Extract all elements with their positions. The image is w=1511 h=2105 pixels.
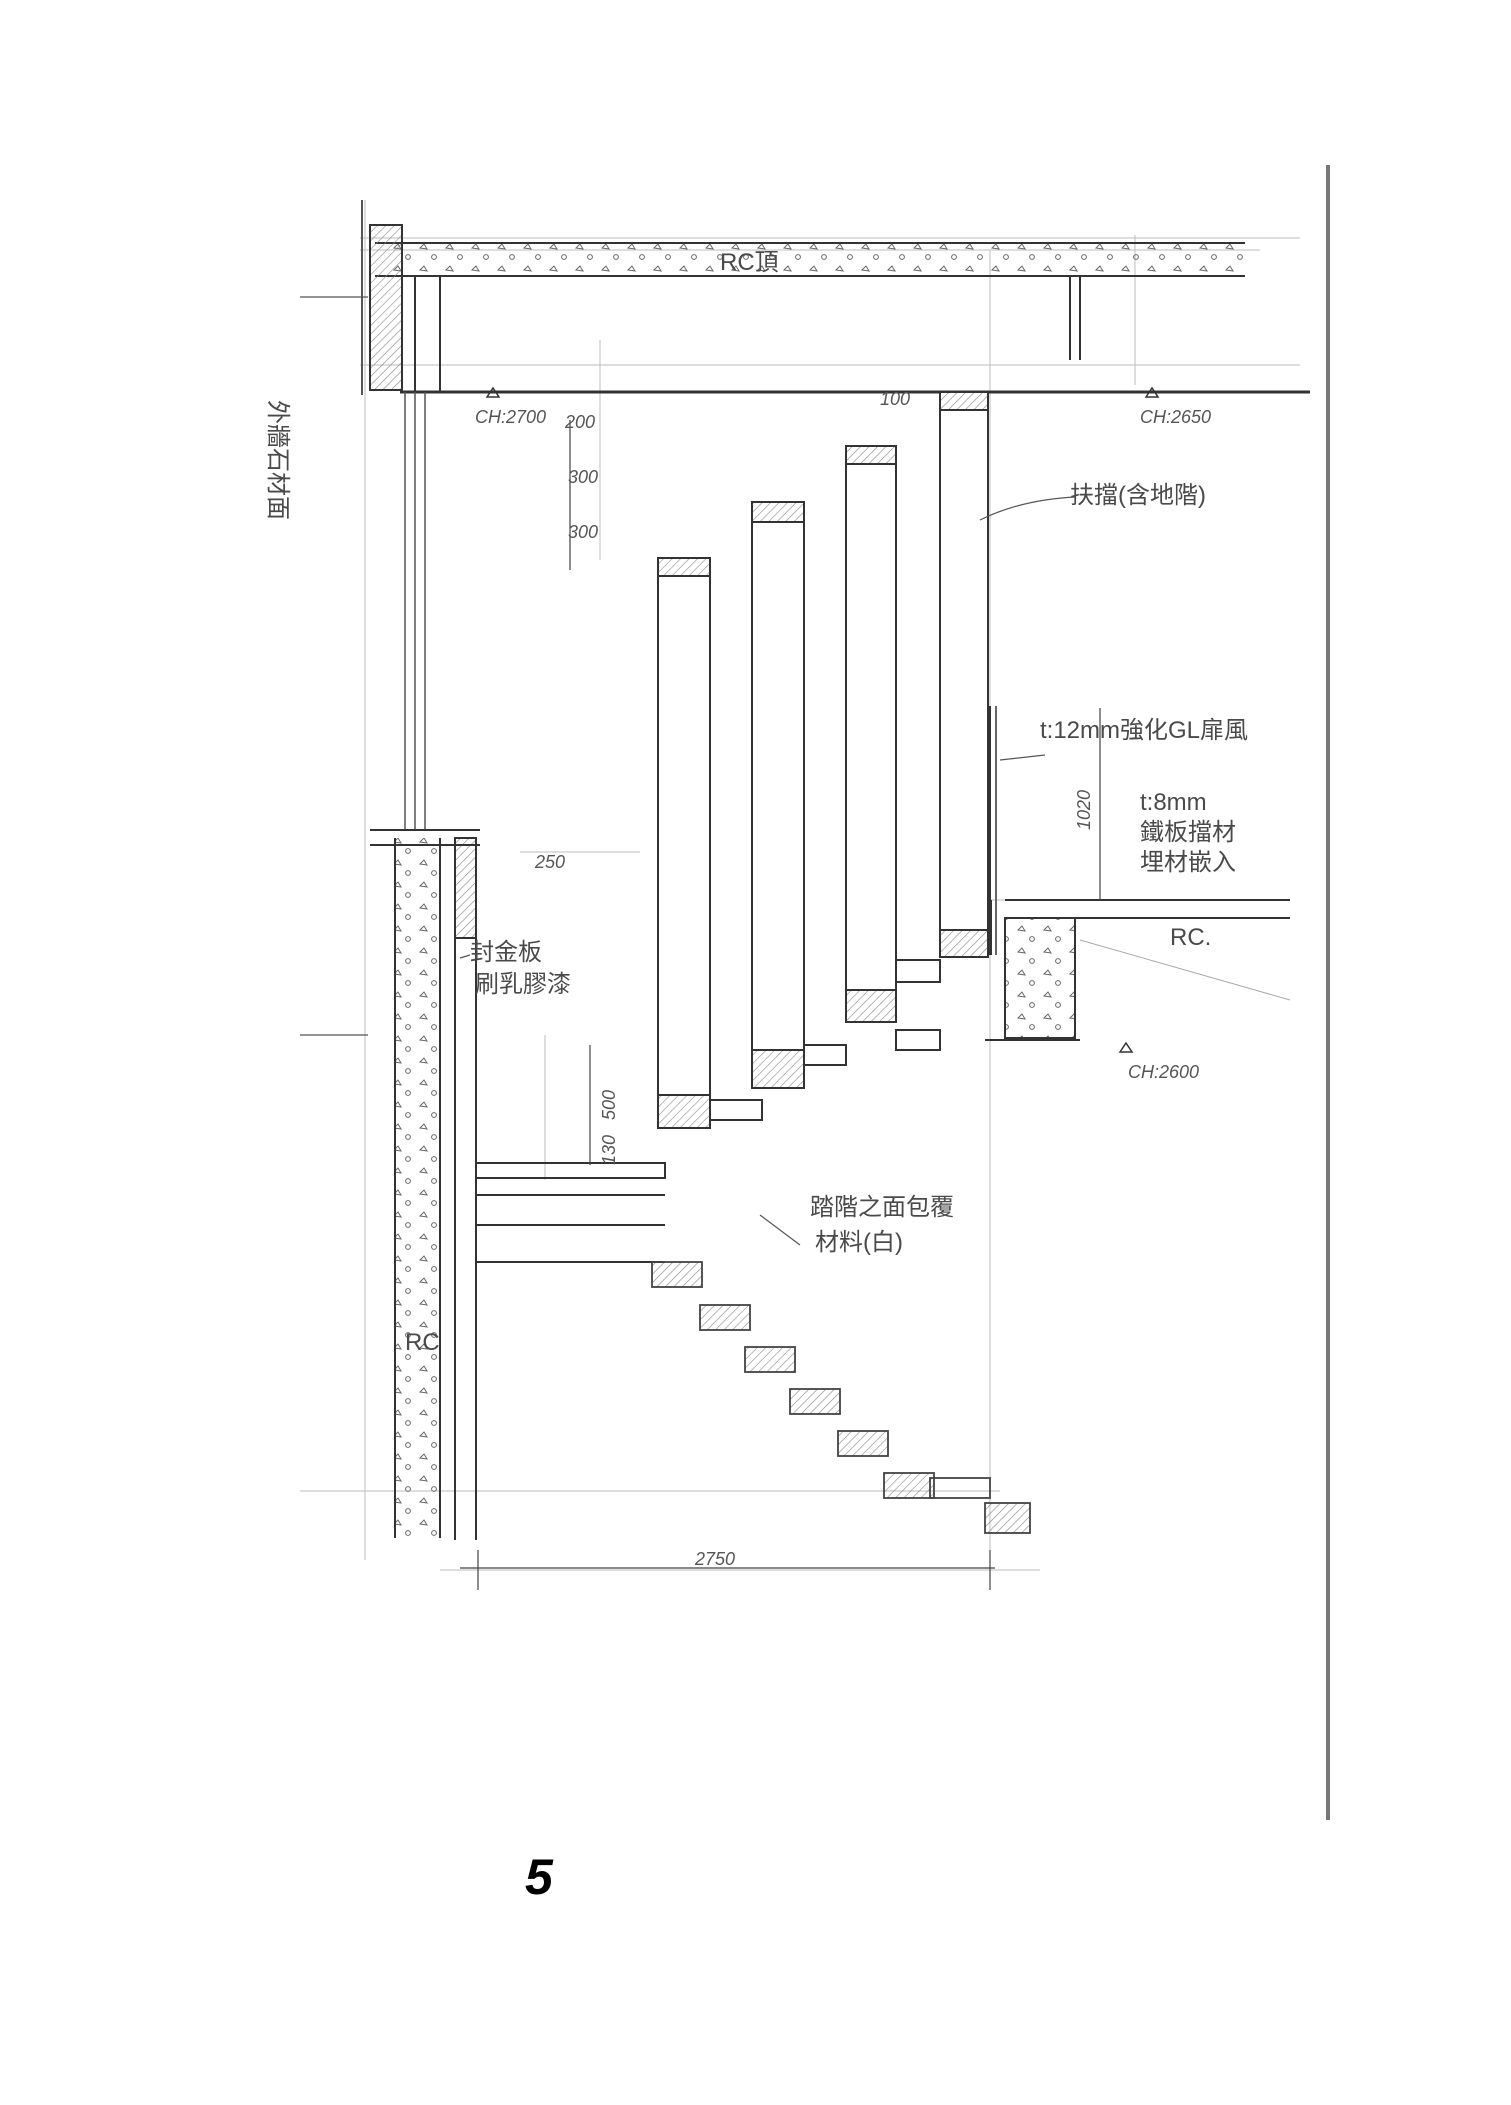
dim-riser-3: 300 xyxy=(568,522,598,542)
dim-riser-2: 300 xyxy=(568,467,598,487)
label-rc-wall: RC xyxy=(405,1329,440,1356)
window-frame xyxy=(404,392,426,830)
label-exterior-wall: 外牆石材面 xyxy=(264,400,291,520)
hanging-panels xyxy=(657,391,989,1129)
label-glass-guard: t:12mm強化GL扉風 xyxy=(1040,717,1248,744)
dim-tread-130: 130 xyxy=(599,1135,619,1165)
landing-slab xyxy=(985,706,1291,1041)
dim-wall-gap: 250 xyxy=(534,852,565,872)
label-wall-finish-1: 封金板 xyxy=(470,939,542,966)
label-steel-plate: t:8mm xyxy=(1140,789,1207,816)
dim-riser-1: 200 xyxy=(564,412,595,432)
dim-glass-height: 1020 xyxy=(1074,790,1094,830)
label-wall-finish-2: 刷乳膠漆 xyxy=(475,971,571,998)
label-steel-plate-3: 埋材嵌入 xyxy=(1140,849,1236,876)
level-ch-left: CH:2700 xyxy=(475,407,546,427)
label-stair-underside-1: 踏階之面包覆 xyxy=(810,1194,954,1221)
dimension-lines xyxy=(460,420,1101,1590)
page-number: 5 xyxy=(525,1849,553,1905)
dim-overall-width: 2750 xyxy=(694,1549,735,1569)
stair-treads-upper xyxy=(476,959,941,1263)
level-ch-right: CH:2650 xyxy=(1140,407,1211,427)
roof-slab xyxy=(361,200,1310,395)
rc-wall xyxy=(370,829,480,1540)
label-steel-plate-2: 鐵板擋材 xyxy=(1140,819,1236,846)
label-stair-underside-2: 材料(白) xyxy=(815,1229,903,1256)
dim-top-offset: 100 xyxy=(880,389,910,409)
label-rc-floor: RC. xyxy=(1170,924,1211,951)
dim-tread-500: 500 xyxy=(599,1090,619,1120)
label-roof: RC頂 xyxy=(720,249,779,276)
level-ch-lower: CH:2600 xyxy=(1128,1062,1199,1082)
stair-steps-lower xyxy=(651,1261,1031,1534)
leader-lines xyxy=(300,296,1076,1246)
label-stair-treads: 扶擋(含地階) xyxy=(1070,482,1206,509)
level-markers xyxy=(485,386,1160,1053)
